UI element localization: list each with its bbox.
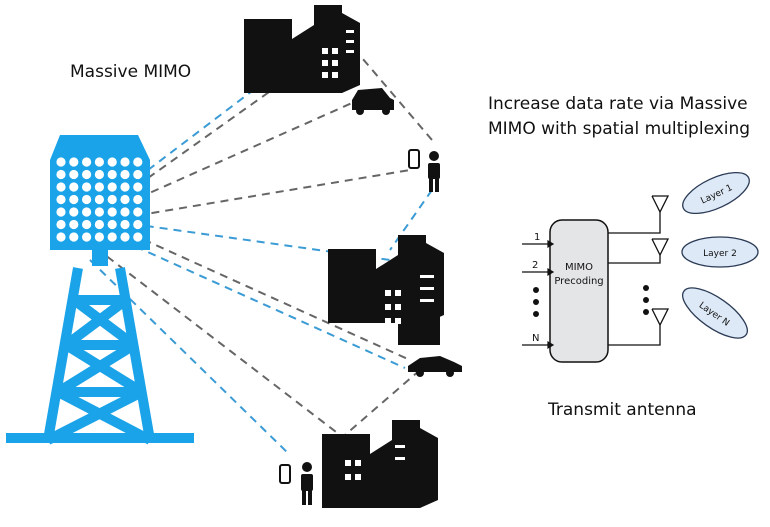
smartphone-icon (279, 464, 291, 484)
link-blue (109, 234, 406, 369)
antenna-element (133, 169, 143, 180)
svg-text:Layer 2: Layer 2 (703, 249, 737, 259)
antenna-element (107, 194, 117, 205)
input-label-2: 2 (532, 260, 538, 271)
car-icon (352, 88, 394, 115)
antenna-element (69, 207, 79, 217)
antenna-element (120, 182, 130, 192)
cell-tower-icon (6, 135, 194, 445)
antenna-element (94, 207, 104, 217)
antenna-element (82, 207, 92, 217)
layer-n: Layer N (682, 287, 748, 339)
headline: Increase data rate via Massive MIMO with… (488, 92, 768, 142)
car-icon (408, 356, 462, 377)
person-icon (301, 462, 313, 505)
antenna-element (107, 169, 117, 180)
antenna-element (133, 194, 143, 205)
antenna-element (69, 182, 79, 192)
antenna-element (107, 219, 117, 230)
antenna-element (133, 157, 143, 167)
smartphone-icon (408, 149, 420, 169)
antenna-element (120, 169, 130, 180)
antenna-element (133, 182, 143, 192)
headline-line-1: Increase data rate via Massive (488, 94, 748, 114)
antenna-element (94, 219, 104, 230)
antenna-element (94, 232, 104, 242)
antenna-element (56, 207, 66, 217)
layer-2: Layer 2 (681, 236, 759, 268)
antenna-element (133, 207, 143, 217)
precoder-title-1: MIMO (565, 262, 593, 273)
antenna-element (120, 232, 130, 242)
antenna-element (56, 169, 66, 180)
antenna-element (56, 182, 66, 192)
antenna-element (120, 219, 130, 230)
antenna-element (56, 232, 66, 242)
input-label-n: N (532, 333, 539, 344)
antenna-element (107, 207, 117, 217)
massive-mimo-label: Massive MIMO (70, 62, 192, 82)
antenna-element (82, 194, 92, 205)
antenna-icon (651, 195, 670, 327)
link-gray (344, 369, 421, 436)
antenna-element (82, 182, 92, 192)
input-label-1: 1 (534, 232, 540, 243)
antenna-element (94, 169, 104, 180)
antenna-element (82, 169, 92, 180)
antenna-element (120, 207, 130, 217)
precoder-box (549, 219, 609, 363)
transmit-antenna-label: Transmit antenna (548, 400, 697, 420)
mimo-precoder-diagram: MIMO Precoding 1 2 N Layer 1 (522, 171, 759, 363)
link-blue (389, 189, 433, 251)
antenna-element (69, 219, 79, 230)
link-gray (95, 247, 341, 436)
building-icon (328, 235, 444, 345)
antenna-element (94, 194, 104, 205)
antenna-element (82, 219, 92, 230)
antenna-element (69, 169, 79, 180)
antenna-element (69, 157, 79, 167)
antenna-element (133, 232, 143, 242)
link-blue (147, 84, 261, 171)
building-icon (322, 420, 438, 508)
antenna-element (107, 157, 117, 167)
antenna-element (56, 219, 66, 230)
building-icon (244, 5, 360, 93)
antenna-element (56, 157, 66, 167)
antenna-element (82, 157, 92, 167)
person-icon (428, 151, 440, 192)
antenna-element (94, 182, 104, 192)
antenna-element (56, 194, 66, 205)
antenna-element (82, 232, 92, 242)
antenna-element (69, 232, 79, 242)
layer-1: Layer 1 (682, 171, 750, 215)
link-gray (117, 227, 411, 361)
antenna-element (120, 157, 130, 167)
antenna-element (107, 182, 117, 192)
precoder-title-2: Precoding (554, 276, 603, 287)
link-gray (109, 169, 411, 221)
antenna-element (107, 232, 117, 242)
antenna-element (120, 194, 130, 205)
antenna-element (133, 219, 143, 230)
antenna-element (69, 194, 79, 205)
headline-line-2: MIMO with spatial multiplexing (488, 119, 751, 139)
antenna-element (94, 157, 104, 167)
